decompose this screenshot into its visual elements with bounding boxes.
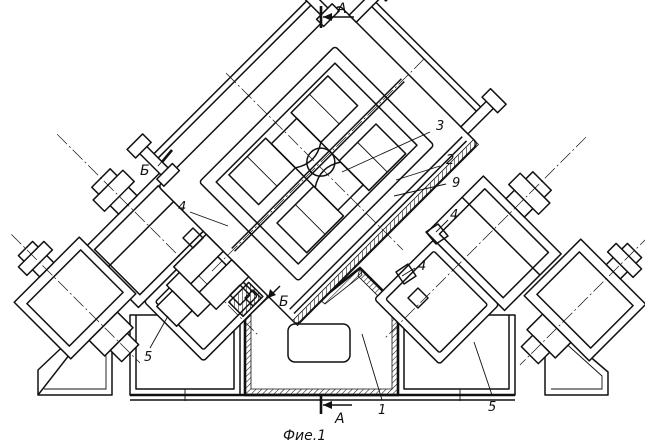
label-part-2: 2 <box>446 153 454 168</box>
label-part-9: 9 <box>452 176 460 191</box>
label-part-5-left: 5 <box>144 350 152 365</box>
callout-part-1: 1 <box>362 334 386 418</box>
callout-part-5-right: 5 <box>474 342 496 415</box>
label-part-1: 1 <box>378 403 386 418</box>
label-part-4-left: 4 <box>178 200 186 215</box>
figure-caption: Фие.1 <box>283 428 326 444</box>
label-part-4-mid: 4 <box>418 259 426 274</box>
label-part-3: 3 <box>436 119 444 134</box>
callout-part-5-left: 5 <box>144 316 168 365</box>
label-section-a-bottom: А <box>334 411 345 427</box>
label-section-a-top: А <box>336 1 347 17</box>
label-part-5-right: 5 <box>488 400 496 415</box>
label-section-b-bottom: Б <box>279 294 289 310</box>
label-section-b-left: Б <box>140 163 150 179</box>
inspection-window <box>288 324 350 362</box>
label-part-4-right: 4 <box>450 208 458 223</box>
